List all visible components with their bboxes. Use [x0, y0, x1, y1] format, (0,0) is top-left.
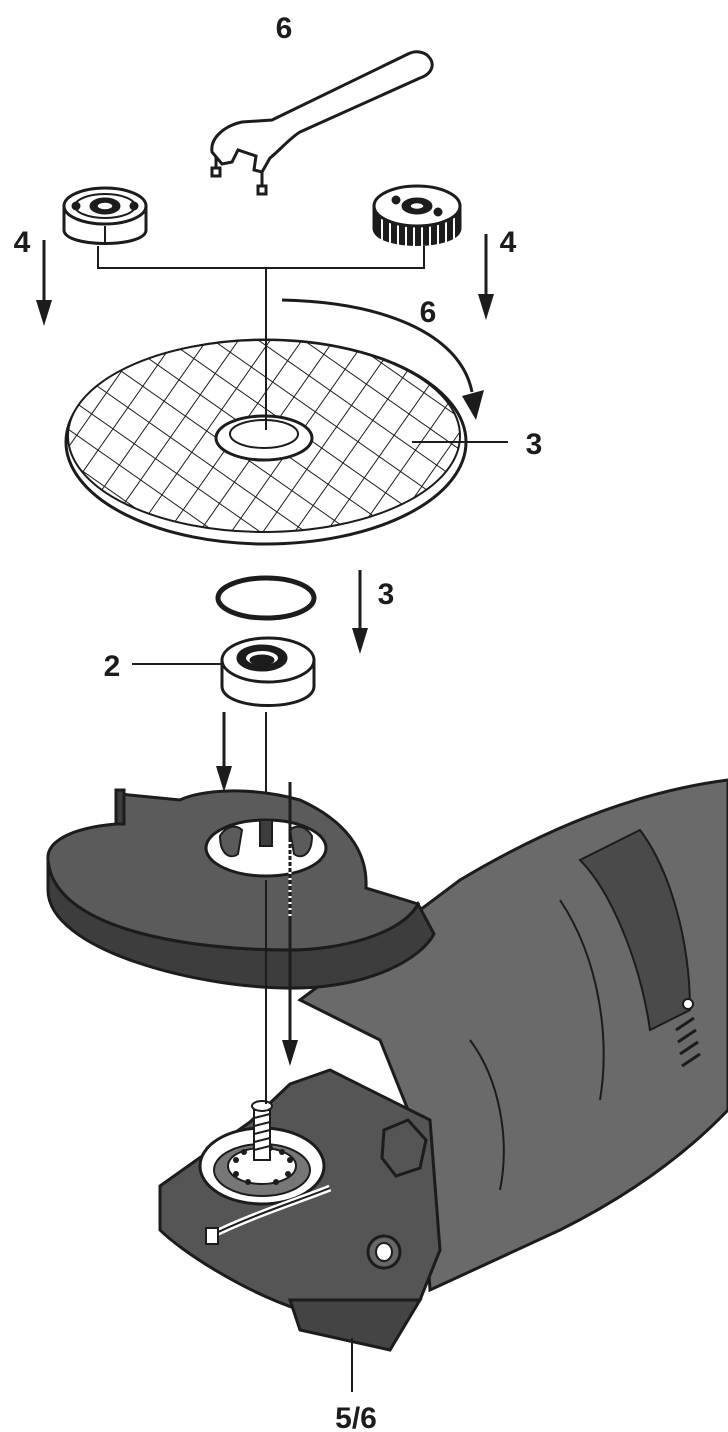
label-left-arrow: 4 [14, 226, 31, 259]
arrow-guard-down [216, 712, 232, 792]
spanner-wrench [210, 50, 434, 196]
arrow-left-down [36, 240, 52, 326]
label-spindle-lock: 5/6 [335, 1402, 377, 1432]
arrow-ring-down [352, 570, 368, 654]
grinder-body [297, 778, 728, 1293]
label-rotation: 6 [420, 296, 437, 329]
rotation-arrow [281, 298, 484, 420]
label-disc: 3 [526, 428, 543, 461]
clamping-nut-left [62, 186, 148, 245]
inner-flange [220, 636, 316, 707]
quick-clamp-nut-right [372, 184, 462, 247]
arrow-guard-insert [282, 782, 298, 1066]
o-ring [215, 575, 317, 621]
label-ring-arrow: 3 [378, 578, 395, 611]
gear-head [158, 1068, 442, 1352]
label-right-arrow: 4 [500, 226, 517, 259]
cutting-disc [64, 268, 468, 546]
label-wrench: 6 [276, 12, 293, 45]
wheel-guard [46, 788, 436, 990]
arrow-right-down [478, 234, 494, 320]
label-inner-flange: 2 [104, 650, 121, 683]
